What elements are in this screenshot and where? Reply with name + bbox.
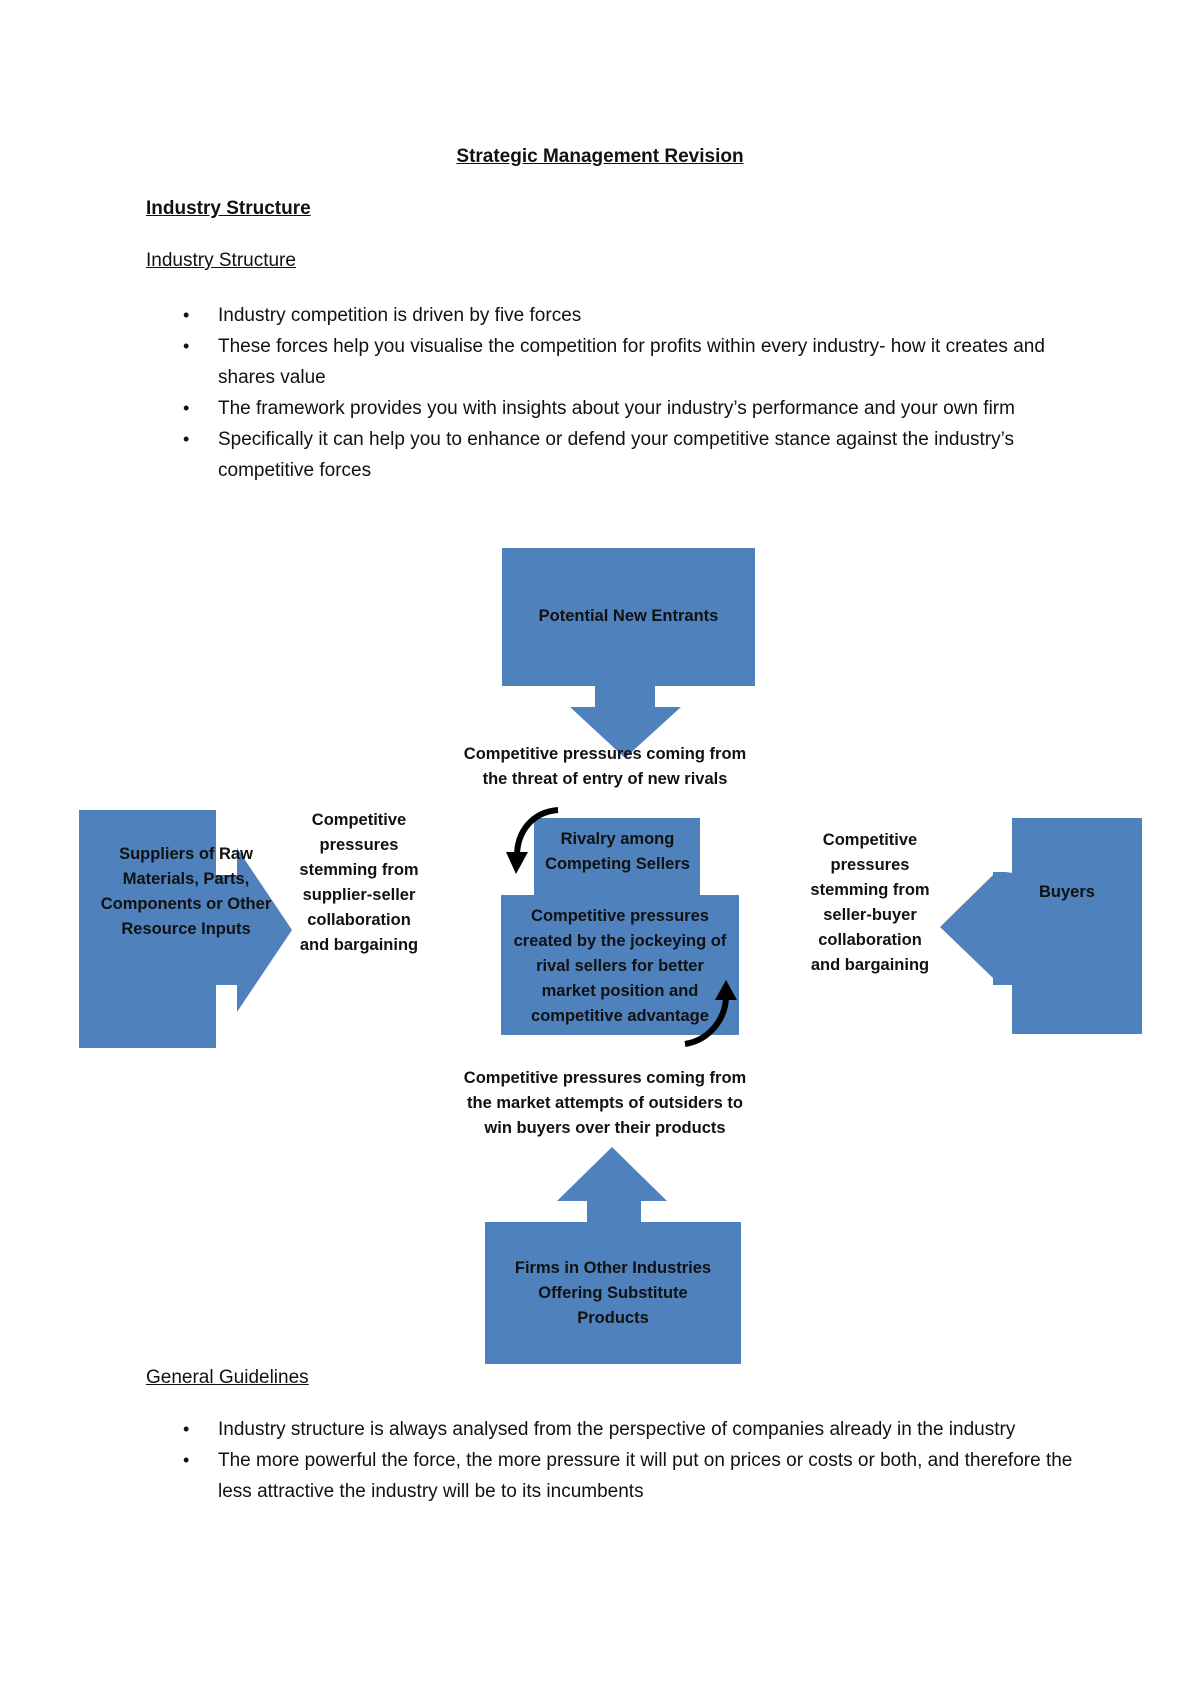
buyers-box (1012, 818, 1142, 1034)
list-item: • The framework provides you with insight… (146, 393, 1076, 424)
substitutes-pressure-label: Competitive pressures coming from the ma… (463, 1069, 747, 1137)
buyers-pressure-label: Competitive pressures stemming from sell… (810, 831, 930, 974)
list-item: • Specifically it can help you to enhance… (146, 424, 1076, 486)
list-item-text: Specifically it can help you to enhance … (218, 429, 1015, 481)
substitutes-label: Firms in Other Industries Offering Subst… (514, 1259, 712, 1327)
list-item: • Industry competition is driven by five … (146, 300, 1076, 331)
list-item-text: The more powerful the force, the more pr… (218, 1450, 1073, 1502)
bullet-icon: • (183, 429, 190, 449)
section-heading-industry-structure: Industry Structure (146, 198, 311, 219)
page-title: Strategic Management Revision (456, 146, 744, 167)
bullet-icon: • (183, 1450, 190, 1470)
guidelines-bullet-list: • Industry structure is always analysed f… (146, 1414, 1076, 1507)
bullet-icon: • (183, 336, 190, 356)
substitutes-arrow-up-icon (557, 1147, 667, 1222)
bullet-icon: • (183, 398, 190, 418)
buyers-label: Buyers (1039, 883, 1095, 901)
list-item: • These forces help you visualise the co… (146, 331, 1076, 393)
buyers-arrow-left-icon (993, 872, 1012, 875)
suppliers-label: Suppliers of Raw Materials, Parts, Compo… (100, 845, 272, 938)
section-heading-general-guidelines: General Guidelines (146, 1367, 309, 1388)
list-item-text: Industry structure is always analysed fr… (218, 1419, 1016, 1440)
entrants-pressure-label: Competitive pressures coming from the th… (463, 745, 747, 788)
rivalry-label: Rivalry among Competing Sellers (545, 830, 690, 873)
list-item-text: The framework provides you with insights… (218, 398, 1015, 419)
list-item: • The more powerful the force, the more p… (146, 1445, 1076, 1507)
entrants-label: Potential New Entrants (538, 607, 719, 625)
list-item-text: These forces help you visualise the comp… (218, 336, 1045, 388)
suppliers-pressure-label: Competitive pressures stemming from supp… (299, 811, 419, 954)
list-item: • Industry structure is always analysed f… (146, 1414, 1076, 1445)
list-item-text: Industry competition is driven by five f… (218, 305, 582, 326)
buyers-arrow-left-shape (993, 872, 1012, 874)
rivalry-pressure-label: Competitive pressures created by the joc… (513, 907, 727, 1025)
subheading-industry-structure: Industry Structure (146, 250, 296, 271)
bullet-icon: • (183, 305, 190, 325)
bullet-icon: • (183, 1419, 190, 1439)
intro-bullet-list: • Industry competition is driven by five … (146, 300, 1076, 486)
